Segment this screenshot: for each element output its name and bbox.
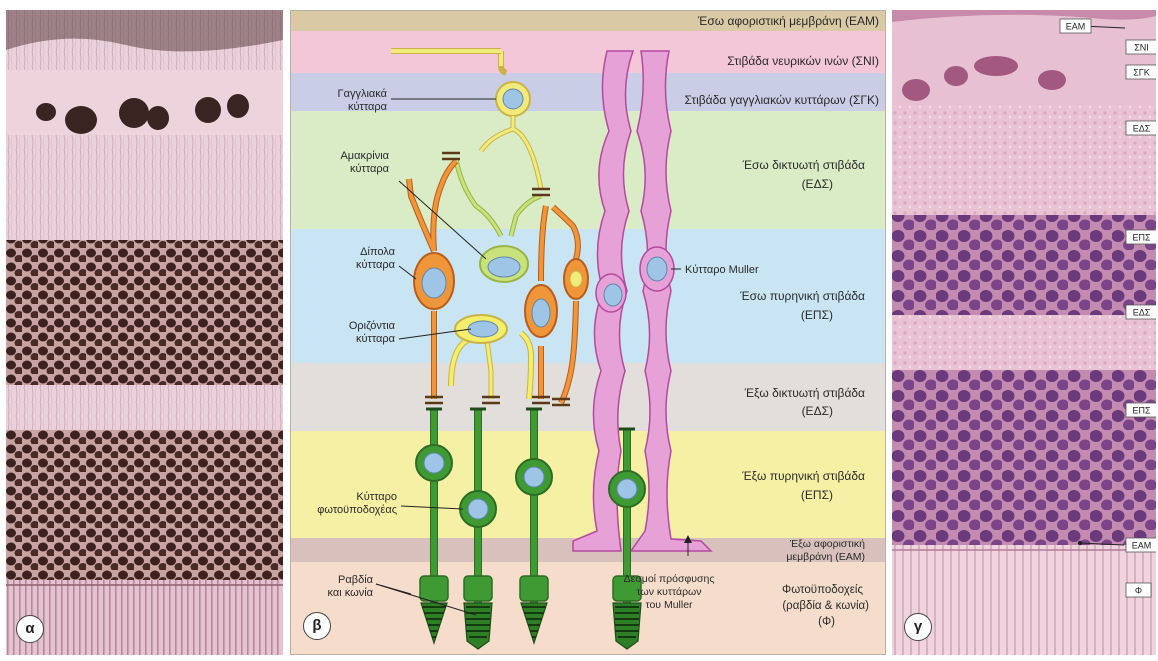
histology-tag-label: ΕΠΣ <box>1132 233 1151 243</box>
layer-label-eds-inner-2: (ΕΔΣ) <box>802 177 833 191</box>
histology-tag-label: ΕΔΣ <box>1133 124 1151 134</box>
amacrine-label-2: κύτταρα <box>350 163 390 175</box>
muller-nucleus-right <box>647 257 667 281</box>
ganglion-label-2: κύτταρα <box>348 101 388 113</box>
histology-tag: ΕΔΣ <box>1126 305 1156 319</box>
layer-label-eam-inner: Έσω αφοριστική μεμβράνη (ΕΑΜ) <box>697 14 879 28</box>
photoreceptor-label-1: Κύτταρο <box>356 491 397 503</box>
panel-letter-alpha: α <box>16 615 44 643</box>
layer-labels-small: Έξω αφοριστική μεμβράνη (ΕΑΜ) <box>786 538 865 563</box>
layer-label-eps-inner-1: Έσω πυρηνική στιβάδα <box>739 289 865 303</box>
layer-label-sgk: Στιβάδα γαγγλιακών κυττάρων (ΣΓΚ) <box>684 93 879 107</box>
layer-label-sni: Στιβάδα νευρικών ινών (ΣΝΙ) <box>727 54 879 68</box>
muller-label: Κύτταρο Muller <box>685 264 759 276</box>
histology-tag: ΣΝΙ <box>1126 40 1156 54</box>
histology-tag: ΣΓΚ <box>1126 65 1156 79</box>
histology-alpha-image <box>6 10 283 655</box>
layer-label-eps-inner-2: (ΕΠΣ) <box>801 308 833 322</box>
histology-tag: ΕΑΜ <box>1060 19 1091 33</box>
junction-label-3: του Muller <box>645 599 693 611</box>
histology-tag: ΕΠΣ <box>1126 403 1156 417</box>
histology-panel-gamma: ΕΑΜ ΣΝΙ ΣΓΚ ΕΔΣ ΕΠΣ ΕΔΣ ΕΠΣ ΕΑΜ Φ γ <box>892 10 1156 655</box>
layer-band-eps-outer <box>291 431 885 538</box>
panel-letter-beta: β <box>303 612 331 640</box>
retina-diagram-panel: Γαγγλιακά κύτταρα Αμακρίνια κύτταρα Δίπο… <box>290 10 886 655</box>
histology-tag-label: ΣΝΙ <box>1134 43 1149 53</box>
retina-layers-diagram: Γαγγλιακά κύτταρα Αμακρίνια κύτταρα Δίπο… <box>291 11 885 654</box>
histology-tag: ΕΠΣ <box>1126 230 1156 244</box>
bipolar-label-2: κύτταρα <box>356 259 396 271</box>
histology-tag: Φ <box>1126 583 1151 597</box>
histology-tag: ΕΑΜ <box>1126 538 1156 552</box>
layer-label-eps-outer-1: Έξω πυρηνική στιβάδα <box>741 469 865 483</box>
rods-label-2: και κωνία <box>328 587 374 599</box>
layer-label-eds-inner-1: Έσω δικτυωτή στιβάδα <box>742 158 865 172</box>
layer-label-eds-outer-1: Έξω δικτυωτή στιβάδα <box>744 386 865 400</box>
panel-letter-gamma: γ <box>904 613 932 641</box>
histology-panel-alpha: α <box>6 10 283 655</box>
layer-label-photo-3: (Φ) <box>818 616 835 628</box>
horizontal-label-2: κύτταρα <box>356 333 396 345</box>
layer-label-eps-outer-2: (ΕΠΣ) <box>801 488 833 502</box>
histology-tag-label: ΣΓΚ <box>1133 68 1150 78</box>
layer-label-eam-outer-2: μεμβράνη (ΕΑΜ) <box>786 551 865 563</box>
photoreceptor-label-2: φωτοϋποδοχέας <box>317 504 397 516</box>
histology-gamma-image: ΕΑΜ ΣΝΙ ΣΓΚ ΕΔΣ ΕΠΣ ΕΔΣ ΕΠΣ ΕΑΜ Φ <box>892 10 1156 655</box>
junction-label-1: Δεσμοί πρόσφυσης <box>624 573 715 585</box>
layer-label-eam-outer-1: Έξω αφοριστική <box>789 538 865 550</box>
rods-label-1: Ραβδία <box>338 574 374 586</box>
ganglion-label-1: Γαγγλιακά <box>338 88 388 100</box>
histology-tag-label: ΕΑΜ <box>1066 22 1086 32</box>
histology-tag-label: ΕΔΣ <box>1133 308 1151 318</box>
histology-tag-label: ΕΑΜ <box>1132 541 1152 551</box>
bipolar-label-1: Δίπολα <box>360 246 395 258</box>
layer-label-eds-outer-2: (ΕΔΣ) <box>802 404 833 418</box>
layer-label-photo-2: (ραβδία & κωνία) <box>782 600 869 612</box>
horizontal-label-1: Οριζόντια <box>349 320 396 332</box>
histology-tag-label: Φ <box>1135 586 1142 596</box>
layer-label-photo-1: Φωτοϋποδοχείς <box>782 584 863 596</box>
junction-label-2: των κυττάρων <box>637 586 702 598</box>
amacrine-label-1: Αμακρίνια <box>340 150 389 162</box>
histology-tag-label: ΕΠΣ <box>1132 406 1151 416</box>
histology-tag: ΕΔΣ <box>1126 121 1156 135</box>
muller-nucleus-left <box>604 284 622 306</box>
